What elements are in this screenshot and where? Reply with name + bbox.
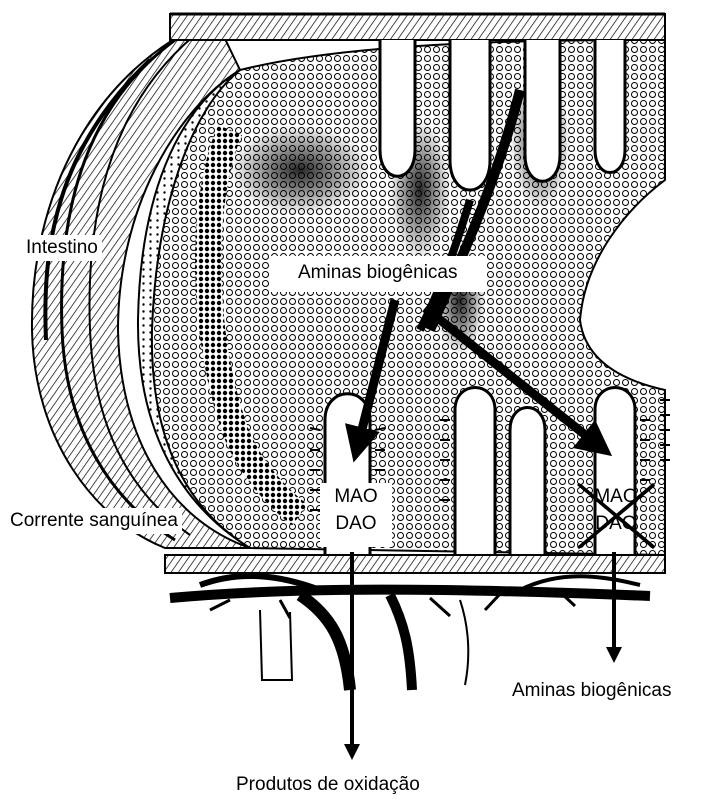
enzyme-mao-label: MAO [320, 483, 392, 510]
label-biogenic-amines-bottom: Aminas biogênicas [508, 678, 675, 704]
label-bloodstream: Corrente sanguínea [6, 508, 182, 534]
label-intestine: Intestino [22, 235, 102, 261]
enzyme-box-active: MAO DAO [320, 483, 392, 547]
cross-out-overlay [578, 483, 656, 549]
top-wall [170, 14, 665, 40]
label-biogenic-amines-top: Aminas biogênicas [270, 256, 485, 292]
label-oxidation-products: Produtos de oxidação [232, 772, 424, 798]
enzyme-dao-label: DAO [320, 510, 392, 537]
submucosa-vessels [165, 555, 665, 690]
